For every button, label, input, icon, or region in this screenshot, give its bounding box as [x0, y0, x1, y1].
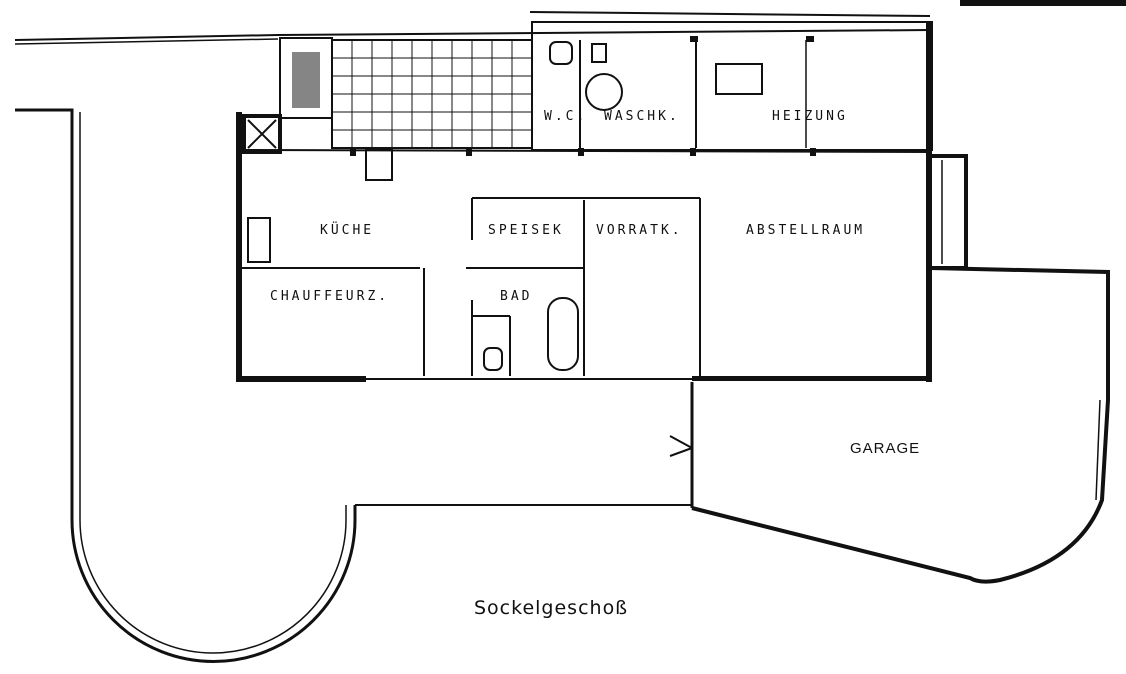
curved-terrace	[15, 108, 692, 663]
room-label-waschk: WASCHK.	[604, 109, 680, 124]
room-label-wc: W.C.	[544, 109, 587, 124]
garage	[669, 266, 1110, 584]
building-walls	[236, 21, 968, 382]
room-label-vorratk: VORRATK.	[596, 223, 683, 238]
room-label-speisek: SPEISEK	[488, 223, 564, 238]
room-label-heizung: HEIZUNG	[772, 109, 848, 124]
room-label-abstellraum: ABSTELLRAUM	[746, 223, 865, 238]
room-label-bad: BAD	[500, 289, 532, 304]
plan-title: Sockelgeschoß	[474, 597, 628, 619]
room-label-kueche: KÜCHE	[320, 221, 374, 238]
terrace-top-border	[14, 0, 1126, 45]
room-label-chauffeurz: CHAUFFEURZ.	[270, 289, 389, 304]
room-label-garage: GARAGE	[850, 440, 920, 457]
stair-grid	[331, 39, 533, 149]
